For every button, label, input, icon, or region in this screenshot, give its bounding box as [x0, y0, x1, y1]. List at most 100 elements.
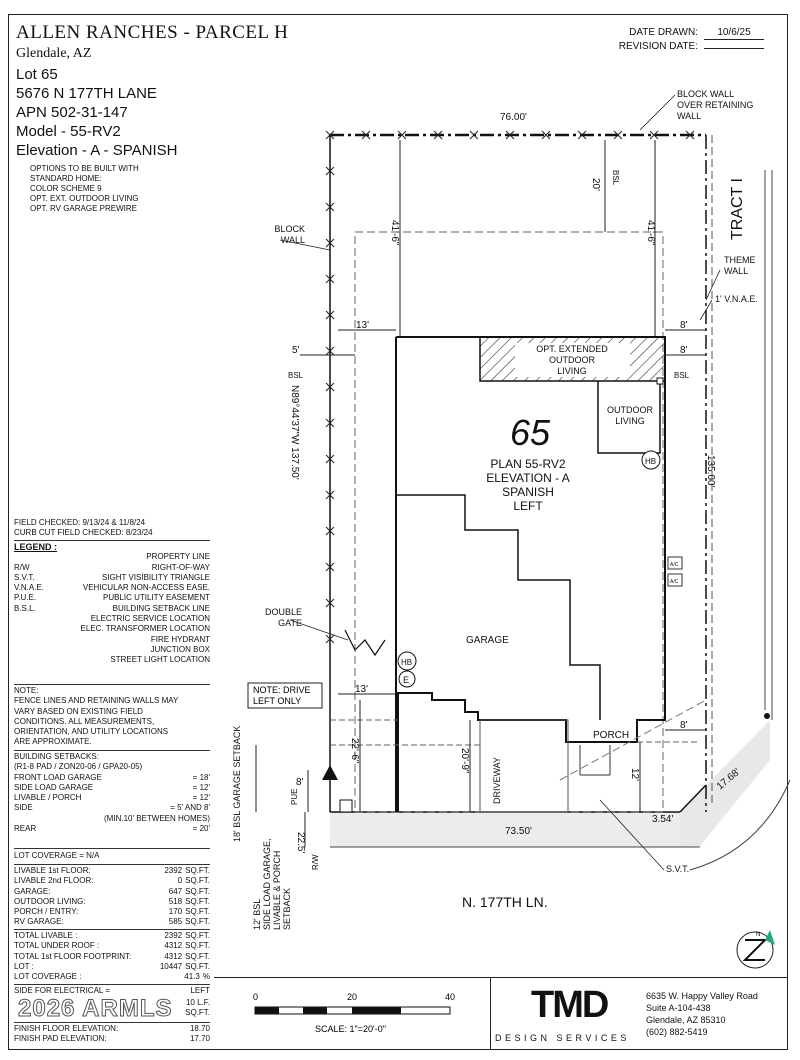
dim-bottom: 73.50' — [505, 826, 532, 837]
optol-line: LIVING — [557, 366, 587, 376]
total-row-label: TOTAL LIVABLE : — [14, 931, 78, 940]
wall-x-mark — [325, 274, 335, 284]
right-bsl-label: BSL — [674, 371, 690, 380]
driveway-label: DRIVEWAY — [492, 757, 502, 804]
legend-label: BUILDING SETBACK LINE — [112, 603, 210, 613]
setback-row: FRONT LOAD GARAGE= 18' — [14, 773, 210, 783]
total-row-label: TOTAL 1st FLOOR FOOTPRINT: — [14, 951, 132, 961]
ac-unit-2 — [667, 573, 683, 587]
opt-outdoor-living-label-bg — [515, 343, 630, 377]
legend-label: VEHICULAR NON-ACCESS EASE. — [82, 583, 210, 593]
driveway-outline — [479, 719, 569, 813]
house-outline — [396, 336, 666, 812]
porch-label: PORCH — [593, 730, 629, 741]
misc-row: 10 L.F. — [14, 998, 210, 1008]
transformer-icon — [322, 765, 338, 780]
apn: APN 502-31-147 — [16, 104, 128, 121]
ol-line: OUTDOOR — [607, 405, 653, 415]
pue-label: PUE — [290, 789, 299, 805]
dim-top: 76.00' — [500, 112, 527, 123]
total-row-unit: SQ.FT. — [185, 941, 210, 951]
side-load-setback-label: 12' BSLSIDE LOAD GARAGE,LIVABLE & PORCHS… — [252, 838, 292, 930]
setback-value: = 20' — [192, 824, 210, 834]
tw-line: WALL — [724, 266, 748, 276]
legend-item: ELEC. TRANSFORMER LOCATION — [14, 624, 211, 634]
area-row-label: LIVABLE 2nd FLOOR: — [14, 876, 94, 886]
optol-line: OUTDOOR — [549, 355, 595, 365]
area-row-label: PORCH / ENTRY: — [14, 907, 79, 917]
wall-x-mark — [325, 346, 335, 356]
building-setback-line — [354, 231, 664, 813]
finish-row-value-group: 17.70 — [190, 1034, 210, 1044]
legend-label: RIGHT-OF-WAY — [151, 562, 210, 572]
address-line: Glendale, AZ 85310 — [646, 1015, 726, 1025]
left-bsl-label: BSL — [288, 371, 304, 380]
drawing-frame — [8, 14, 788, 1050]
hb-label-right: HB — [645, 457, 656, 466]
setback-row: SIDE= 5' AND 8' — [14, 803, 210, 813]
dim-right-8b: 8' — [680, 345, 688, 356]
field-check-line: CURB CUT FIELD CHECKED: 8/23/24 — [14, 528, 153, 538]
bw-line: WALL — [281, 235, 305, 245]
dim-rear-setback: 20' — [590, 178, 601, 191]
area-row-label: OUTDOOR LIVING: — [14, 896, 86, 906]
area-row-unit: SQ.FT. — [185, 896, 210, 906]
setback-value: = 18' — [192, 772, 210, 782]
option-line: OPT. RV GARAGE PREWIRE — [30, 204, 137, 213]
bwr-line: OVER RETAINING — [677, 100, 753, 110]
outdoor-living-room — [597, 381, 661, 454]
wall-x-mark — [325, 382, 335, 392]
legend-label: PUBLIC UTILITY EASEMENT — [103, 593, 210, 603]
total-row-value: 2392 — [164, 931, 183, 940]
legend-label: ELEC. TRANSFORMER LOCATION — [80, 624, 211, 634]
note-line: ARE APPROXIMATE. — [14, 737, 92, 747]
sidesetback-line: SIDE LOAD GARAGE, — [262, 838, 272, 930]
tw-line: THEME — [724, 255, 756, 265]
legend-label: ELECTRIC SERVICE LOCATION — [90, 614, 210, 624]
dim-left: N89°44'37"W 137.50' — [289, 385, 300, 480]
legend-title: LEGEND : — [14, 542, 58, 552]
dim-garage-13: 13' — [355, 684, 368, 695]
legend-label: SIGHT VISIBILITY TRIANGLE — [101, 572, 210, 582]
planlines-line: PLAN 55-RV2 — [490, 457, 565, 471]
project-title: ALLEN RANCHES - PARCEL H — [16, 22, 289, 43]
setback-value: (MIN.10' BETWEEN HOMES) — [104, 813, 210, 823]
total-row-unit: SQ.FT. — [185, 951, 210, 961]
misc-row-value-group: 10 L.F. — [186, 998, 210, 1008]
ac-label-1: A/C — [670, 562, 679, 568]
wall-x-mark — [685, 130, 695, 140]
area-row-value: 170 — [168, 907, 183, 917]
setbacks: BUILDING SETBACKS: (R1-8 PAD / ZON20-06 … — [14, 752, 210, 834]
electrical-row: SIDE FOR ELECTRICAL =LEFT — [14, 986, 210, 996]
note-line: NOTE: — [14, 686, 39, 695]
ac-unit-1 — [667, 556, 683, 570]
wall-x-mark — [325, 454, 335, 464]
corner-sidewalk — [680, 720, 770, 847]
revision-date-label: REVISION DATE: — [618, 41, 698, 52]
option-line: STANDARD HOME: — [30, 174, 102, 183]
dim-left-5: 5' — [292, 345, 300, 356]
north-arrow-icon — [742, 939, 768, 961]
electrical-label: SIDE FOR ELECTRICAL = — [14, 986, 110, 995]
scale-label: SCALE: 1"=20'-0" — [315, 1024, 386, 1034]
wall-x-mark — [577, 130, 587, 140]
legend-item: S.V.T.SIGHT VISIBILITY TRIANGLE — [14, 573, 210, 583]
legend-code: B.S.L. — [14, 603, 36, 613]
company-tagline: DESIGN SERVICES — [495, 1033, 630, 1043]
